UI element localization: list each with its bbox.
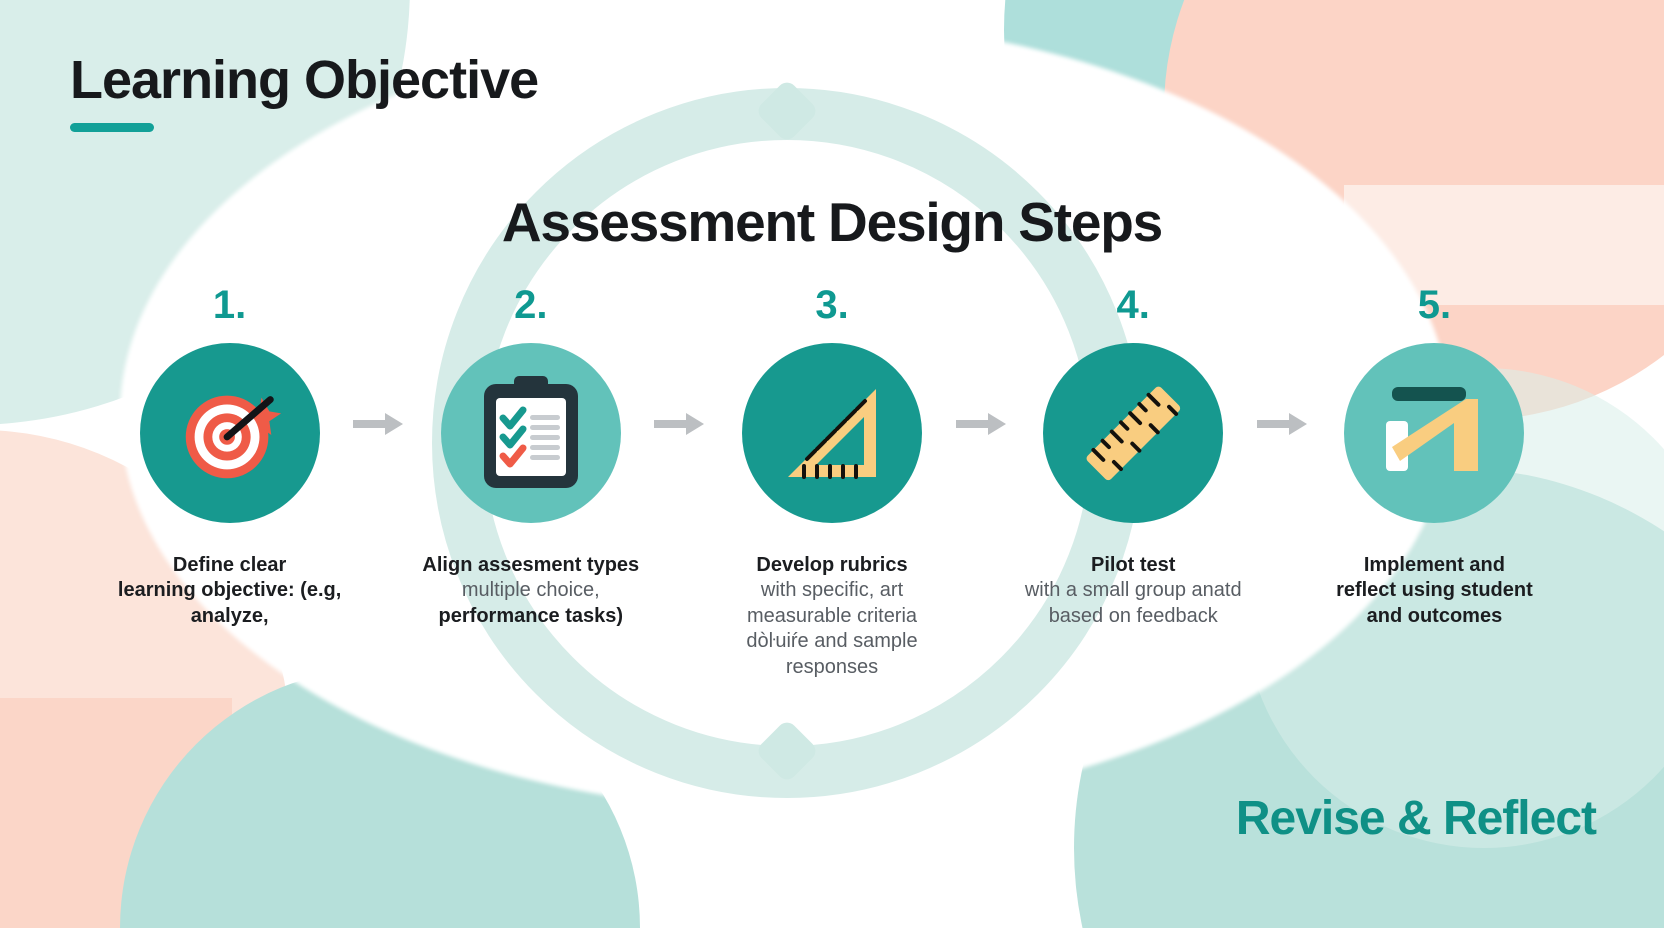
arrow-right-icon bbox=[955, 413, 1006, 435]
step-3-icon-circle bbox=[742, 343, 922, 523]
step-2-line-2: performance tasks) bbox=[438, 604, 624, 627]
step-2-icon-circle bbox=[440, 343, 621, 523]
steps-row: 1. Define clear learning objective: (e.g… bbox=[112, 285, 1552, 680]
step-5-icon-circle bbox=[1344, 343, 1525, 523]
step-3-line-1: with specific, art bbox=[760, 579, 904, 602]
step-2-title: Align assesment types bbox=[422, 554, 640, 576]
main-heading: Assessment Design Steps bbox=[501, 191, 1163, 253]
step-2-line-1: multiple choice, bbox=[461, 579, 600, 602]
step-5-line-1: reflect using student bbox=[1336, 579, 1533, 602]
step-2-number: 2. bbox=[514, 283, 548, 327]
step-5-number: 5. bbox=[1417, 283, 1452, 327]
growth-chart-icon bbox=[1386, 387, 1479, 471]
step-2: 2. Align assesment types bbox=[413, 285, 648, 629]
step-1: 1. Define clear learning objective: (e.g… bbox=[112, 285, 347, 629]
step-4-line-2: based on feedback bbox=[1048, 604, 1218, 627]
step-3-number: 3. bbox=[815, 283, 849, 327]
step-4-title: Pilot test bbox=[1090, 554, 1176, 576]
step-1-line-2: analyze, bbox=[190, 604, 269, 627]
step-5-text: Implement and reflect using student and … bbox=[1336, 553, 1533, 629]
arrow-right-icon bbox=[353, 413, 404, 435]
step-3: 3. bbox=[714, 285, 949, 680]
step-3-title: Develop rubrics bbox=[756, 554, 908, 576]
arrow-4 bbox=[1251, 410, 1317, 438]
arrow-3 bbox=[950, 410, 1016, 438]
step-1-line-1: learning objective: (e.g, bbox=[117, 579, 342, 602]
step-5-title: Implement and bbox=[1363, 554, 1505, 576]
step-4-line-1: with a small group anatd bbox=[1024, 579, 1242, 602]
footer-tagline: Revise & Reflect bbox=[1235, 792, 1597, 845]
step-3-line-4: responses bbox=[785, 655, 879, 678]
step-1-icon-circle bbox=[139, 343, 320, 523]
step-2-text: Align assesment types multiple choice, p… bbox=[422, 553, 639, 629]
arrow-1 bbox=[347, 410, 413, 438]
arrow-2 bbox=[648, 410, 714, 438]
step-1-title: Define clear bbox=[172, 554, 287, 576]
step-5-line-2: and outcomes bbox=[1366, 604, 1503, 627]
arrow-right-icon bbox=[654, 413, 705, 435]
step-4-number: 4. bbox=[1116, 283, 1150, 327]
page-title: Learning Objective bbox=[70, 50, 539, 110]
step-4: 4. bbox=[1016, 285, 1251, 629]
set-square-ruler-icon bbox=[788, 389, 876, 479]
clipboard-checklist-icon bbox=[483, 376, 578, 488]
title-underline bbox=[70, 122, 154, 132]
step-3-line-3: dòŀuiŕe and sample bbox=[746, 630, 918, 653]
step-1-text: Define clear learning objective: (e.g, a… bbox=[118, 553, 341, 629]
ruler-icon bbox=[1086, 386, 1181, 481]
target-arrow-icon bbox=[185, 395, 281, 479]
step-4-text: Pilot test with a small group anatd base… bbox=[1025, 553, 1242, 629]
step-4-icon-circle bbox=[1043, 343, 1224, 523]
arrow-right-icon bbox=[1256, 413, 1307, 435]
step-3-line-2: measurable criteria bbox=[746, 604, 918, 627]
step-3-text: Develop rubrics with specific, art measu… bbox=[746, 553, 917, 680]
slide-header: Learning Objective bbox=[70, 50, 539, 132]
step-5: 5. Implement and reflect using student a… bbox=[1317, 285, 1552, 629]
step-1-number: 1. bbox=[212, 283, 247, 327]
